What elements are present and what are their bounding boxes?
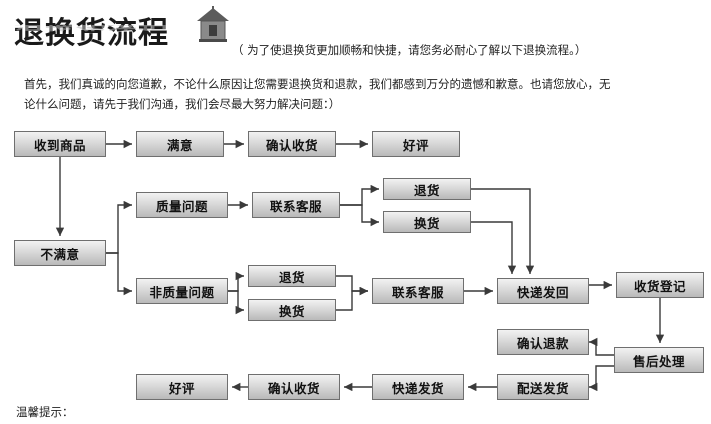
node-好评-1[interactable]: 好评 — [372, 131, 460, 157]
header-note: （ 为了使退换货更加顺畅和快捷，请您务必耐心了解以下退换流程。） — [232, 43, 587, 57]
intro-text: 首先，我们真诚的向您道歉，不论什么原因让您需要退换货和退款，我们都感到万分的遗憾… — [24, 74, 692, 114]
node-收到商品[interactable]: 收到商品 — [14, 131, 106, 157]
node-不满意[interactable]: 不满意 — [14, 240, 106, 266]
node-满意[interactable]: 满意 — [136, 131, 224, 157]
node-退货-2[interactable]: 退货 — [248, 265, 336, 287]
node-非质量问题[interactable]: 非质量问题 — [136, 278, 228, 304]
intro-line-2: 论什么问题，请先于我们沟通，我们会尽最大努力解决问题：） — [24, 97, 341, 111]
node-换货-2[interactable]: 换货 — [248, 299, 336, 321]
node-联系客服-1[interactable]: 联系客服 — [252, 192, 340, 218]
node-配送发货[interactable]: 配送发货 — [497, 374, 589, 400]
node-售后处理[interactable]: 售后处理 — [614, 347, 704, 373]
page-title: 退换货流程 — [14, 16, 169, 51]
node-好评-2[interactable]: 好评 — [136, 374, 228, 400]
house-icon — [196, 6, 230, 46]
node-收货登记[interactable]: 收货登记 — [616, 272, 704, 298]
node-退货-1[interactable]: 退货 — [383, 178, 471, 200]
footer-note: 温馨提示： — [16, 405, 74, 419]
node-确认收货-2[interactable]: 确认收货 — [248, 374, 340, 400]
node-快递发回[interactable]: 快递发回 — [497, 278, 589, 304]
intro-line-1: 首先，我们真诚的向您道歉，不论什么原因让您需要退换货和退款，我们都感到万分的遗憾… — [24, 77, 611, 91]
node-确认收货-1[interactable]: 确认收货 — [248, 131, 336, 157]
node-快递发货[interactable]: 快递发货 — [372, 374, 464, 400]
node-换货-1[interactable]: 换货 — [383, 211, 471, 233]
node-质量问题[interactable]: 质量问题 — [136, 192, 228, 218]
node-联系客服-2[interactable]: 联系客服 — [372, 278, 464, 304]
node-确认退款[interactable]: 确认退款 — [497, 329, 589, 355]
